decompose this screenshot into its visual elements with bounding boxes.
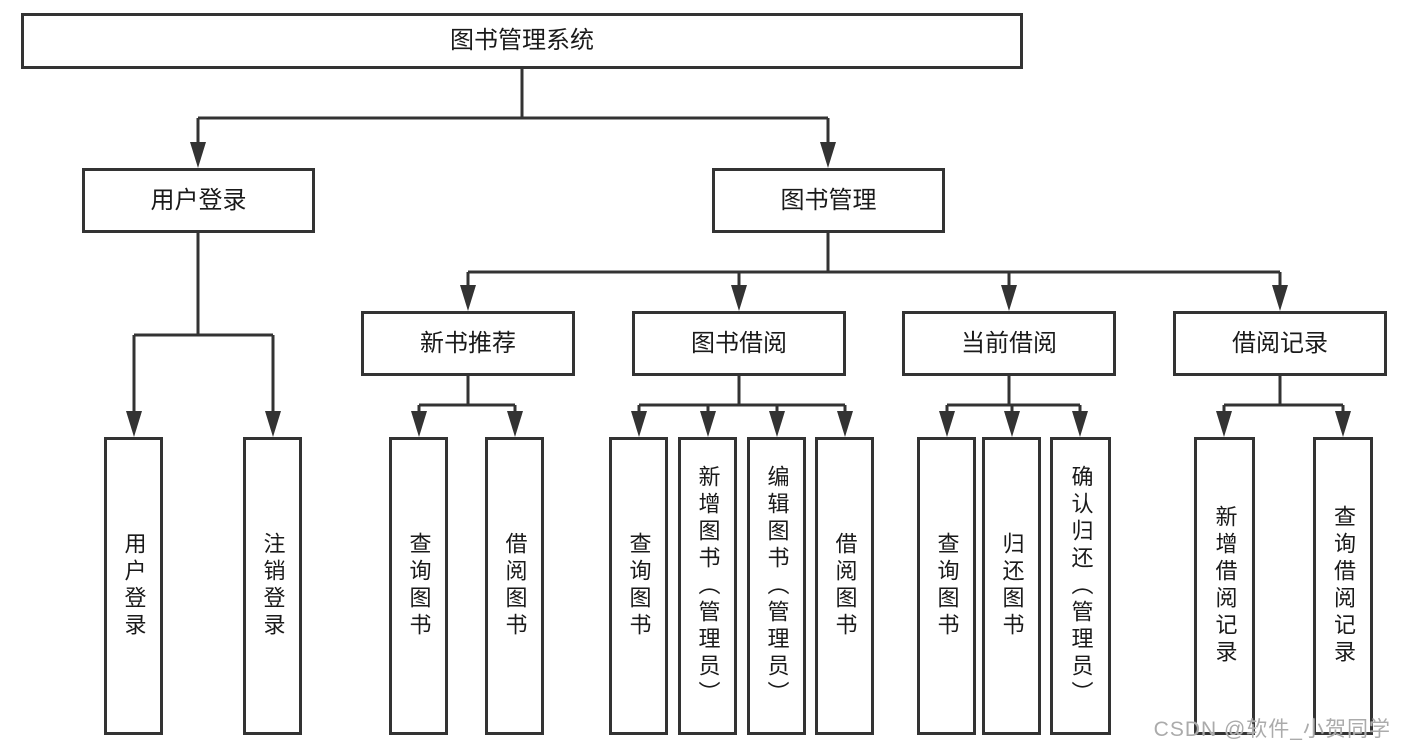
leaf-borrow-books: 借阅图书: [815, 437, 874, 735]
leaf-query-borrow-record: 查询借阅记录: [1313, 437, 1373, 735]
node-root: 图书管理系统: [21, 13, 1023, 69]
leaf-add-books-admin: 新增图书（管理员）: [678, 437, 737, 735]
node-borrow-records: 借阅记录: [1173, 311, 1387, 376]
leaf-query-books-borrowing: 查询图书: [609, 437, 668, 735]
leaf-confirm-return-admin: 确认归还（管理员）: [1050, 437, 1111, 735]
leaf-query-books-recommend: 查询图书: [389, 437, 448, 735]
leaf-return-books: 归还图书: [982, 437, 1041, 735]
leaf-add-borrow-record: 新增借阅记录: [1194, 437, 1255, 735]
node-book-borrowing: 图书借阅: [632, 311, 846, 376]
leaf-edit-books-admin: 编辑图书（管理员）: [747, 437, 806, 735]
node-current-borrowing: 当前借阅: [902, 311, 1116, 376]
watermark-text: CSDN @软件_小贺同学: [1153, 718, 1391, 741]
leaf-query-books-current: 查询图书: [917, 437, 976, 735]
leaf-logout: 注销登录: [243, 437, 302, 735]
leaf-borrow-books-recommend: 借阅图书: [485, 437, 544, 735]
node-user-login: 用户登录: [82, 168, 315, 233]
node-new-book-recommend: 新书推荐: [361, 311, 575, 376]
leaf-user-login: 用户登录: [104, 437, 163, 735]
node-book-management: 图书管理: [712, 168, 945, 233]
